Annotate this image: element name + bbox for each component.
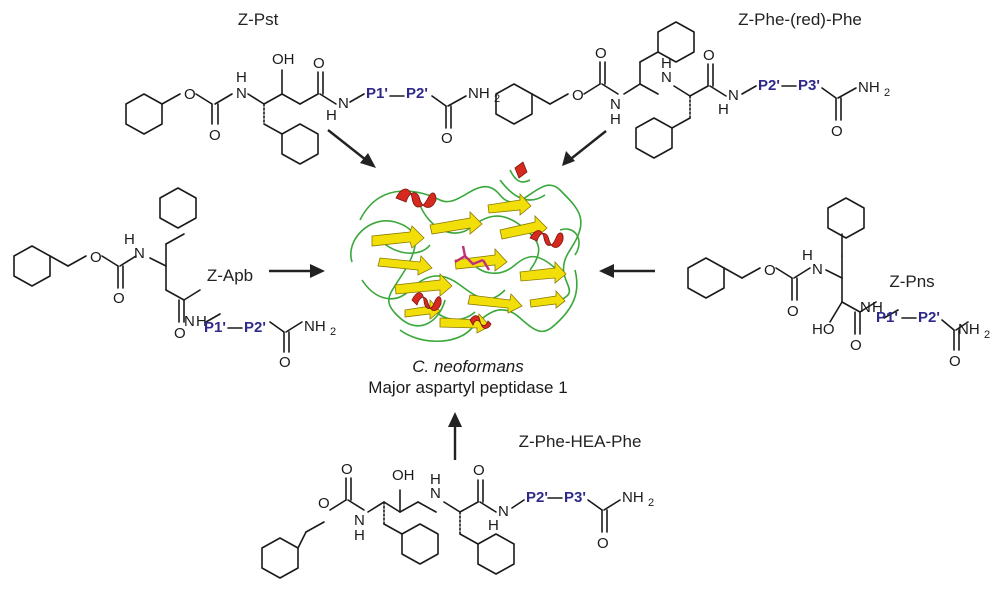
inhibitor-label: Z-Pst bbox=[238, 10, 279, 29]
svg-text:N: N bbox=[354, 512, 365, 529]
svg-text:P1': P1' bbox=[876, 309, 898, 326]
svg-text:N: N bbox=[338, 95, 349, 112]
svg-text:P3': P3' bbox=[564, 489, 586, 506]
svg-text:O: O bbox=[787, 303, 799, 320]
svg-text:N: N bbox=[236, 85, 247, 102]
svg-text:O: O bbox=[850, 337, 862, 354]
svg-text:O: O bbox=[113, 290, 125, 307]
svg-text:N: N bbox=[184, 313, 195, 330]
svg-text:H: H bbox=[718, 101, 729, 118]
svg-text:OH: OH bbox=[272, 51, 295, 68]
svg-text:P2': P2' bbox=[758, 77, 780, 94]
svg-text:P2': P2' bbox=[526, 489, 548, 506]
arrow-from-pst bbox=[327, 129, 376, 168]
svg-text:N: N bbox=[661, 69, 672, 86]
enzyme-name-label: Major aspartyl peptidase 1 bbox=[368, 378, 567, 397]
svg-text:NH: NH bbox=[958, 321, 980, 338]
svg-text:H: H bbox=[872, 299, 883, 316]
svg-text:P2': P2' bbox=[244, 319, 266, 336]
arrow-from-apb bbox=[269, 264, 325, 278]
svg-text:O: O bbox=[90, 249, 102, 266]
inhibitor-label: Z-Pns bbox=[889, 272, 934, 291]
inhibitor-label: Z-Phe-(red)-Phe bbox=[738, 10, 862, 29]
svg-text:N: N bbox=[430, 485, 441, 502]
svg-text:O: O bbox=[184, 86, 196, 103]
inhibitor-z-apb: Z-Apb O O N H O N H P1' P2' O NH 2 bbox=[13, 187, 336, 371]
svg-text:O: O bbox=[279, 354, 291, 371]
svg-text:H: H bbox=[196, 313, 207, 330]
inhibitor-label: Z-Phe-HEA-Phe bbox=[519, 432, 642, 451]
arrow-from-phe-red-phe bbox=[562, 130, 607, 166]
svg-text:H: H bbox=[488, 517, 499, 534]
svg-text:NH: NH bbox=[304, 318, 326, 335]
inhibitor-z-phe-red-phe: Z-Phe-(red)-Phe O O N H N H O N H P2' P3… bbox=[495, 10, 890, 159]
svg-text:H: H bbox=[610, 111, 621, 128]
svg-text:H: H bbox=[430, 471, 441, 488]
svg-text:N: N bbox=[860, 299, 871, 316]
inhibitor-z-phe-hea-phe: Z-Phe-HEA-Phe O O N H OH N H O N H P bbox=[261, 432, 654, 579]
svg-text:N: N bbox=[498, 503, 509, 520]
svg-text:P1': P1' bbox=[366, 85, 388, 102]
svg-text:O: O bbox=[597, 535, 609, 552]
svg-text:2: 2 bbox=[884, 87, 890, 99]
svg-text:O: O bbox=[174, 325, 186, 342]
svg-text:2: 2 bbox=[984, 329, 990, 341]
arrow-from-phe-hea-phe bbox=[448, 412, 462, 460]
svg-text:NH: NH bbox=[858, 79, 880, 96]
inhibitor-label: Z-Apb bbox=[207, 266, 253, 285]
svg-text:P2': P2' bbox=[406, 85, 428, 102]
svg-text:2: 2 bbox=[330, 326, 336, 338]
organism-label: C. neoformans bbox=[412, 357, 524, 376]
arrow-from-pns bbox=[599, 264, 655, 278]
svg-text:O: O bbox=[341, 461, 353, 478]
svg-text:H: H bbox=[802, 247, 813, 264]
svg-text:NH: NH bbox=[468, 85, 490, 102]
svg-text:O: O bbox=[473, 462, 485, 479]
svg-text:H: H bbox=[326, 107, 337, 124]
svg-text:O: O bbox=[764, 262, 776, 279]
svg-text:H: H bbox=[124, 231, 135, 248]
svg-text:N: N bbox=[728, 87, 739, 104]
svg-text:H: H bbox=[354, 527, 365, 544]
svg-text:P3': P3' bbox=[798, 77, 820, 94]
svg-text:O: O bbox=[703, 47, 715, 64]
svg-text:2: 2 bbox=[648, 497, 654, 509]
svg-text:O: O bbox=[318, 495, 330, 512]
svg-text:O: O bbox=[595, 45, 607, 62]
inhibitor-z-pst: Z-Pst O O N H OH O H N P1' P2' O bbox=[125, 10, 500, 165]
svg-text:P1': P1' bbox=[204, 319, 226, 336]
svg-text:O: O bbox=[441, 130, 453, 147]
svg-text:H: H bbox=[236, 69, 247, 86]
protein-structure-icon bbox=[350, 161, 582, 343]
svg-text:O: O bbox=[572, 87, 584, 104]
inhibitor-z-pns: Z-Pns O O N H HO O N H P1' P2' O NH bbox=[687, 197, 990, 370]
svg-text:NH: NH bbox=[622, 489, 644, 506]
svg-text:N: N bbox=[134, 245, 145, 262]
svg-text:O: O bbox=[209, 127, 221, 144]
svg-text:N: N bbox=[812, 261, 823, 278]
svg-text:2: 2 bbox=[494, 93, 500, 105]
svg-text:O: O bbox=[949, 353, 961, 370]
svg-text:O: O bbox=[313, 55, 325, 72]
svg-text:HO: HO bbox=[812, 321, 835, 338]
svg-text:N: N bbox=[610, 96, 621, 113]
svg-text:P2': P2' bbox=[918, 309, 940, 326]
svg-text:OH: OH bbox=[392, 467, 415, 484]
svg-text:H: H bbox=[661, 55, 672, 72]
svg-text:O: O bbox=[831, 123, 843, 140]
